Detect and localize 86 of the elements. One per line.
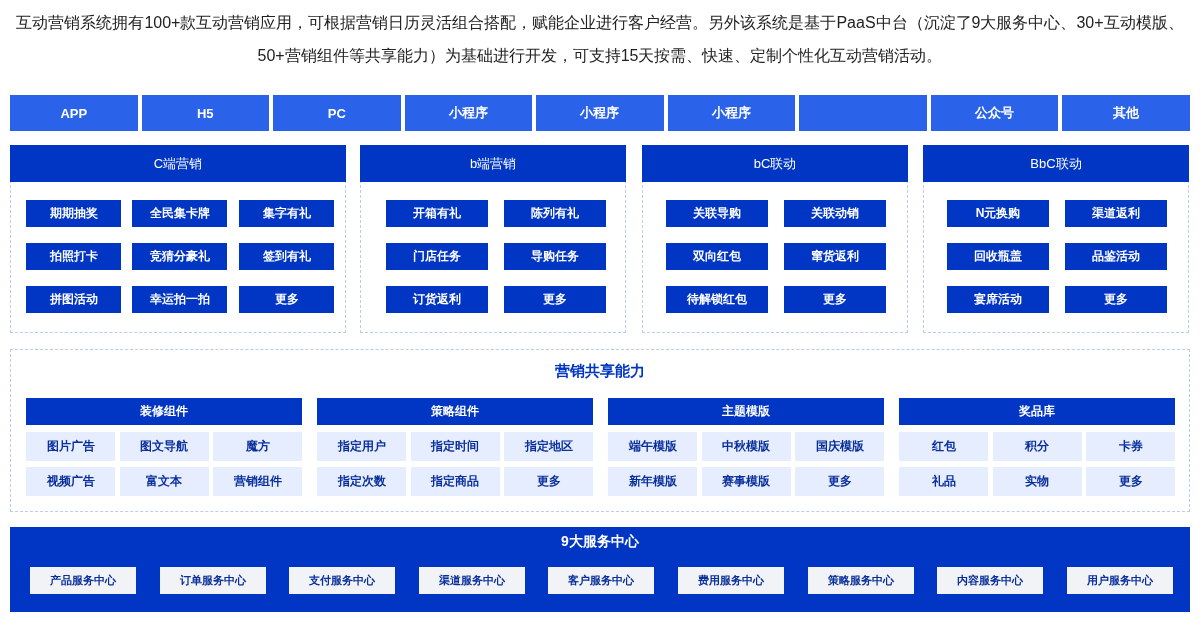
feature-tag: 幸运拍一拍 bbox=[132, 286, 227, 313]
section-band bbox=[10, 527, 1190, 612]
group-panel bbox=[360, 145, 626, 333]
feature-tag: 更多 bbox=[784, 286, 886, 313]
component-tag: 指定次数 bbox=[317, 467, 406, 496]
group-header: bC联动 bbox=[642, 145, 908, 182]
component-tag: 卡券 bbox=[1086, 432, 1175, 461]
feature-tag: 全民集卡牌 bbox=[132, 200, 227, 227]
intro-paragraph: 互动营销系统拥有100+款互动营销应用，可根据营销日历灵活组合搭配，赋能企业进行客户经营。另外该系统是基于PaaS中台（沉淀了9大服务中心、30+互动模版、50+营销组件等共享能力）为基础进行开发，可支持15天按需、快速、定制个性化互动营销活动。 bbox=[15, 13, 1185, 66]
component-tag: 视频广告 bbox=[26, 467, 115, 496]
section-heading: 9大服务中心 bbox=[560, 533, 640, 551]
feature-tag: 导购任务 bbox=[504, 243, 606, 270]
feature-tag: 集字有礼 bbox=[239, 200, 334, 227]
group-panel bbox=[642, 145, 908, 333]
component-tag: 更多 bbox=[795, 467, 884, 496]
component-tag: 魔方 bbox=[213, 432, 302, 461]
feature-tag: 回收瓶盖 bbox=[947, 243, 1049, 270]
feature-tag: 关联导购 bbox=[666, 200, 768, 227]
component-tag: 图文导航 bbox=[119, 432, 209, 461]
component-tag: 实物 bbox=[992, 467, 1082, 496]
component-tag: 指定商品 bbox=[410, 467, 500, 496]
group-panel bbox=[10, 145, 346, 333]
channel-tab: APP bbox=[10, 95, 138, 131]
feature-tag: 陈列有礼 bbox=[504, 200, 606, 227]
group-panel bbox=[923, 145, 1189, 333]
group-header: 主题模版 bbox=[608, 398, 884, 425]
feature-tag: 签到有礼 bbox=[239, 243, 334, 270]
component-tag: 中秋模版 bbox=[701, 432, 791, 461]
group-header: C端营销 bbox=[10, 145, 346, 182]
service-tag: 产品服务中心 bbox=[30, 567, 136, 594]
group-header: 装修组件 bbox=[26, 398, 302, 425]
component-tag: 新年模版 bbox=[608, 467, 697, 496]
service-tag: 渠道服务中心 bbox=[418, 567, 525, 594]
feature-tag: 期期抽奖 bbox=[26, 200, 121, 227]
group-header: b端营销 bbox=[360, 145, 626, 182]
channel-tab: 其他 bbox=[1062, 95, 1190, 131]
feature-tag: 品鉴活动 bbox=[1065, 243, 1167, 270]
service-tag: 订单服务中心 bbox=[159, 567, 266, 594]
component-tag: 营销组件 bbox=[213, 467, 302, 496]
component-tag: 富文本 bbox=[119, 467, 209, 496]
channel-tab: H5 bbox=[141, 95, 269, 131]
feature-tag: 订货返利 bbox=[386, 286, 488, 313]
group-header: BbC联动 bbox=[923, 145, 1189, 182]
section-panel bbox=[10, 349, 1190, 512]
service-tag: 支付服务中心 bbox=[289, 567, 396, 594]
component-tag: 更多 bbox=[504, 467, 593, 496]
feature-tag: 更多 bbox=[1065, 286, 1167, 313]
feature-tag: 竞猜分豪礼 bbox=[132, 243, 227, 270]
channel-tab: 小程序 bbox=[536, 95, 664, 131]
feature-tag: 开箱有礼 bbox=[386, 200, 488, 227]
feature-tag: 拍照打卡 bbox=[26, 243, 121, 270]
feature-tag: 拼图活动 bbox=[26, 286, 121, 313]
component-tag: 图片广告 bbox=[26, 432, 115, 461]
feature-tag: 窜货返利 bbox=[784, 243, 886, 270]
service-tag: 费用服务中心 bbox=[678, 567, 784, 594]
component-tag: 指定时间 bbox=[410, 432, 500, 461]
channel-tab: 小程序 bbox=[404, 95, 532, 131]
feature-tag: 更多 bbox=[504, 286, 606, 313]
feature-tag: 门店任务 bbox=[386, 243, 488, 270]
component-tag: 礼品 bbox=[899, 467, 988, 496]
feature-tag: 渠道返利 bbox=[1065, 200, 1167, 227]
feature-tag: 双向红包 bbox=[666, 243, 768, 270]
component-tag: 更多 bbox=[1086, 467, 1175, 496]
feature-tag: 待解锁红包 bbox=[666, 286, 768, 313]
channel-tab: PC bbox=[273, 95, 401, 131]
component-tag: 国庆模版 bbox=[795, 432, 884, 461]
feature-tag: 宴席活动 bbox=[947, 286, 1049, 313]
component-tag: 积分 bbox=[992, 432, 1082, 461]
service-tag: 策略服务中心 bbox=[807, 567, 914, 594]
feature-tag: 更多 bbox=[239, 286, 334, 313]
component-tag: 红包 bbox=[899, 432, 988, 461]
feature-tag: 关联动销 bbox=[784, 200, 886, 227]
feature-tag: N元换购 bbox=[947, 200, 1049, 227]
component-tag: 端午模版 bbox=[608, 432, 697, 461]
channel-tab: 公众号 bbox=[930, 95, 1058, 131]
group-header: 奖品库 bbox=[899, 398, 1175, 425]
service-tag: 内容服务中心 bbox=[937, 567, 1044, 594]
component-tag: 指定用户 bbox=[317, 432, 406, 461]
component-tag: 赛事模版 bbox=[701, 467, 791, 496]
group-header: 策略组件 bbox=[317, 398, 593, 425]
channel-tab: 小程序 bbox=[667, 95, 795, 131]
component-tag: 指定地区 bbox=[504, 432, 593, 461]
section-heading: 营销共享能力 bbox=[554, 362, 646, 381]
service-tag: 客户服务中心 bbox=[548, 567, 655, 594]
channel-tab bbox=[799, 95, 927, 131]
service-tag: 用户服务中心 bbox=[1066, 567, 1173, 594]
